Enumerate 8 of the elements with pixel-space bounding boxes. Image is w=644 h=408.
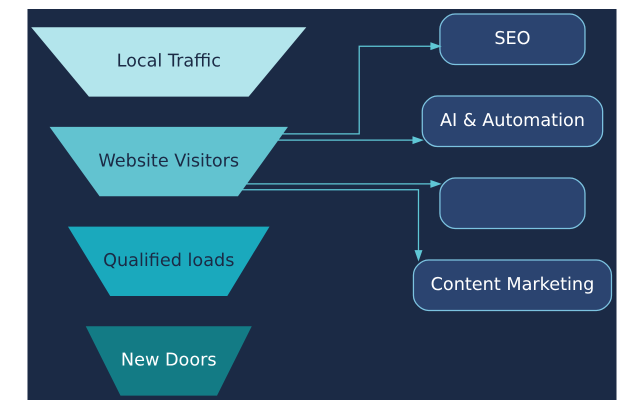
arrow	[278, 136, 424, 144]
node-box: AI & Automation	[422, 94, 604, 147]
node-box: Content Marketing	[412, 258, 612, 311]
arrow	[246, 179, 442, 188]
node-box: SEO	[439, 12, 586, 65]
arrow	[282, 42, 442, 134]
node-box	[439, 176, 586, 229]
arrow	[242, 188, 422, 262]
